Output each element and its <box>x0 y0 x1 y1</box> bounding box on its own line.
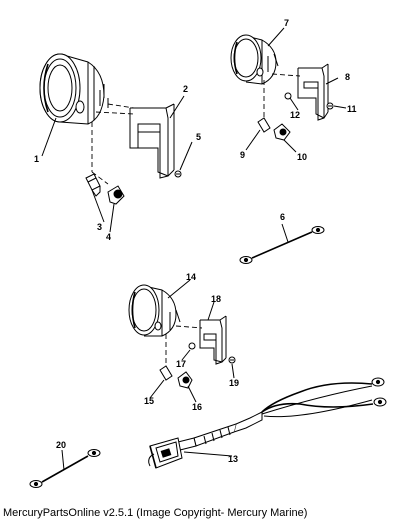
callout-4: 4 <box>106 232 111 242</box>
callout-labels: 1 2 3 4 5 6 7 8 9 10 11 12 13 14 15 16 1… <box>34 18 357 464</box>
callout-9: 9 <box>240 150 245 160</box>
gauge-middle[interactable] <box>128 284 181 337</box>
callout-3: 3 <box>97 222 102 232</box>
callout-1: 1 <box>34 154 39 164</box>
washer-17[interactable] <box>188 342 196 350</box>
washer-12[interactable] <box>284 92 292 100</box>
gauge-upper-right[interactable] <box>230 34 279 85</box>
screw-11[interactable] <box>326 102 334 110</box>
fitting-3[interactable] <box>85 173 101 197</box>
gauge-large[interactable] <box>39 53 109 125</box>
bracket-upper-right[interactable] <box>297 63 329 121</box>
copyright-footer: MercuryPartsOnline v2.5.1 (Image Copyrig… <box>3 507 308 519</box>
nut-4[interactable] <box>107 185 125 205</box>
callout-12: 12 <box>290 110 300 120</box>
callout-2: 2 <box>183 84 188 94</box>
bracket-middle[interactable] <box>199 315 227 365</box>
callout-15: 15 <box>144 396 154 406</box>
screw-5[interactable] <box>174 170 182 178</box>
callout-5: 5 <box>196 132 201 142</box>
callout-13: 13 <box>228 454 238 464</box>
callout-19: 19 <box>229 378 239 388</box>
callout-20: 20 <box>56 440 66 450</box>
callout-18: 18 <box>211 294 221 304</box>
ground-wire-20[interactable] <box>29 449 101 488</box>
callout-6: 6 <box>280 212 285 222</box>
callout-16: 16 <box>192 402 202 412</box>
callout-17: 17 <box>176 359 186 369</box>
ground-wire-6[interactable] <box>239 226 325 264</box>
leader-lines <box>41 27 347 471</box>
fitting-9[interactable] <box>257 117 271 133</box>
bracket-large[interactable] <box>129 103 175 179</box>
callout-7: 7 <box>284 18 289 28</box>
screw-19[interactable] <box>228 356 236 364</box>
callout-10: 10 <box>297 152 307 162</box>
fitting-15[interactable] <box>159 365 173 381</box>
nut-10[interactable] <box>273 123 291 141</box>
callout-8: 8 <box>345 72 350 82</box>
callout-14: 14 <box>186 272 196 282</box>
callout-11: 11 <box>347 104 357 114</box>
nut-16[interactable] <box>177 371 193 389</box>
wiring-harness-13[interactable] <box>148 377 387 469</box>
